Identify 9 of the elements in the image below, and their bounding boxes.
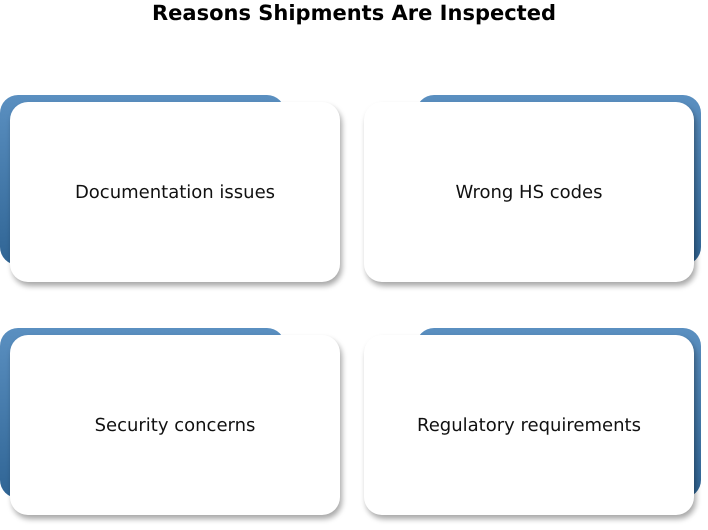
card [364, 102, 694, 282]
card [10, 102, 340, 282]
card-text: Documentation issues [74, 182, 276, 202]
title: Reasons Shipments Are Inspected [151, 0, 557, 26]
card-text: Security concerns [94, 414, 256, 436]
card-text: Regulatory requirements [417, 414, 641, 436]
card-text: Wrong HS codes [455, 182, 603, 202]
card [10, 335, 340, 515]
card [364, 335, 694, 515]
